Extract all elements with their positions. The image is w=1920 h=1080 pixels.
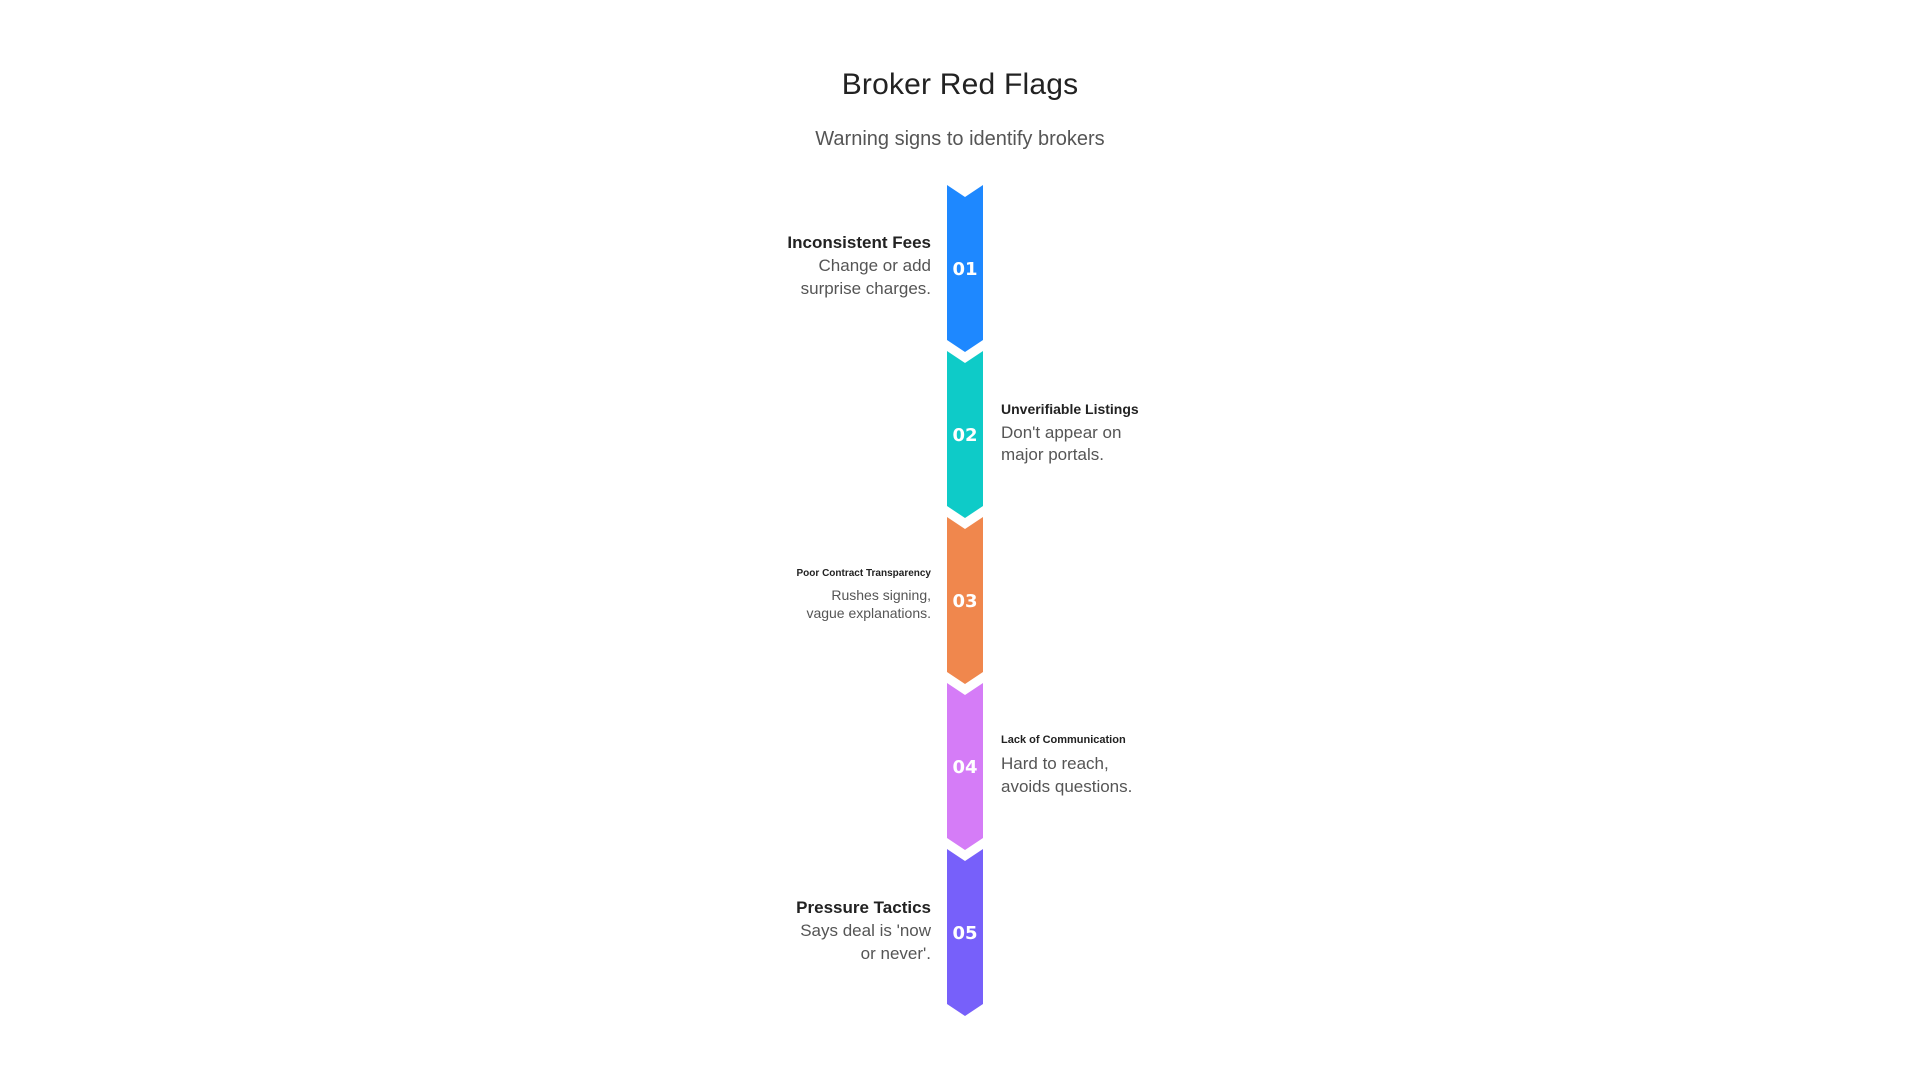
step-text-1: Inconsistent Fees Change or add surprise… <box>631 232 931 301</box>
step-desc-5-line-1: Says deal is 'now <box>800 921 931 941</box>
step-number-1: 01 <box>952 259 977 280</box>
step-number-5: 05 <box>952 923 977 944</box>
step-chevron-3: 03 <box>947 517 983 684</box>
step-chevron-4-shape <box>947 683 983 850</box>
step-desc-4-line-1: Hard to reach, <box>1001 753 1109 773</box>
step-desc-1-line-2: surprise charges. <box>800 279 931 299</box>
step-chevron-2: 02 <box>947 351 983 518</box>
step-desc-3-line-1: Rushes signing, <box>831 586 931 603</box>
step-text-2: Unverifiable Listings Don't appear on ma… <box>1001 401 1301 467</box>
step-title-3: Poor Contract Transparency <box>796 568 931 579</box>
step-chevron-1-shape <box>947 185 983 352</box>
step-number-4: 04 <box>952 757 977 778</box>
step-text-4: Lack of Communication Hard to reach, avo… <box>1001 734 1301 799</box>
step-desc-2-line-1: Don't appear on <box>1001 422 1122 442</box>
step-text-3: Poor Contract Transparency Rushes signin… <box>631 568 931 623</box>
step-title-5: Pressure Tactics <box>796 898 931 917</box>
step-title-1: Inconsistent Fees <box>787 233 931 252</box>
step-chevron-4: 04 <box>947 683 983 850</box>
step-number-2: 02 <box>952 425 977 446</box>
step-text-5: Pressure Tactics Says deal is 'now or ne… <box>631 897 931 966</box>
page-title: Broker Red Flags <box>841 68 1079 101</box>
step-chevron-2-shape <box>947 351 983 518</box>
step-number-3: 03 <box>952 591 977 612</box>
step-chevron-5: 05 <box>947 849 983 1016</box>
step-chevron-5-shape <box>947 849 983 1016</box>
step-desc-4-line-2: avoids questions. <box>1001 776 1133 796</box>
step-chevron-3-shape <box>947 517 983 684</box>
step-desc-3-line-2: vague explanations. <box>806 605 931 622</box>
page-subtitle: Warning signs to identify brokers <box>815 128 1105 150</box>
step-desc-2-line-2: major portals. <box>1001 445 1104 465</box>
step-title-2: Unverifiable Listings <box>1001 401 1139 417</box>
step-desc-5-line-2: or never'. <box>860 944 931 964</box>
step-desc-1-line-1: Change or add <box>818 256 931 276</box>
step-chevron-1: 01 <box>947 185 983 352</box>
step-title-4: Lack of Communication <box>1001 734 1126 746</box>
